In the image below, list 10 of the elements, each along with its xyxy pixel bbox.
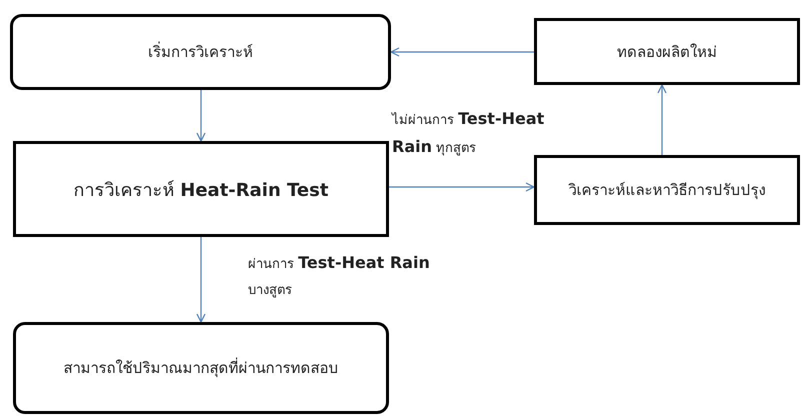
arrow: [390, 47, 534, 57]
arrow: [657, 84, 667, 155]
arrow: [196, 237, 206, 323]
process-box: การวิเคราะห์ Heat-Rain Test: [13, 141, 389, 237]
process-box: ทดลองผลิตใหม่: [534, 18, 800, 85]
arrow: [196, 90, 206, 142]
start-box: เริ่มการวิเคราะห์: [10, 14, 391, 90]
end-box: สามารถใช้ปริมาณมากสุดที่ผ่านการทดสอบ: [13, 322, 389, 414]
process-box: วิเคราะห์และหาวิธีการปรับปรุง: [534, 155, 800, 225]
arrow: [389, 182, 535, 192]
